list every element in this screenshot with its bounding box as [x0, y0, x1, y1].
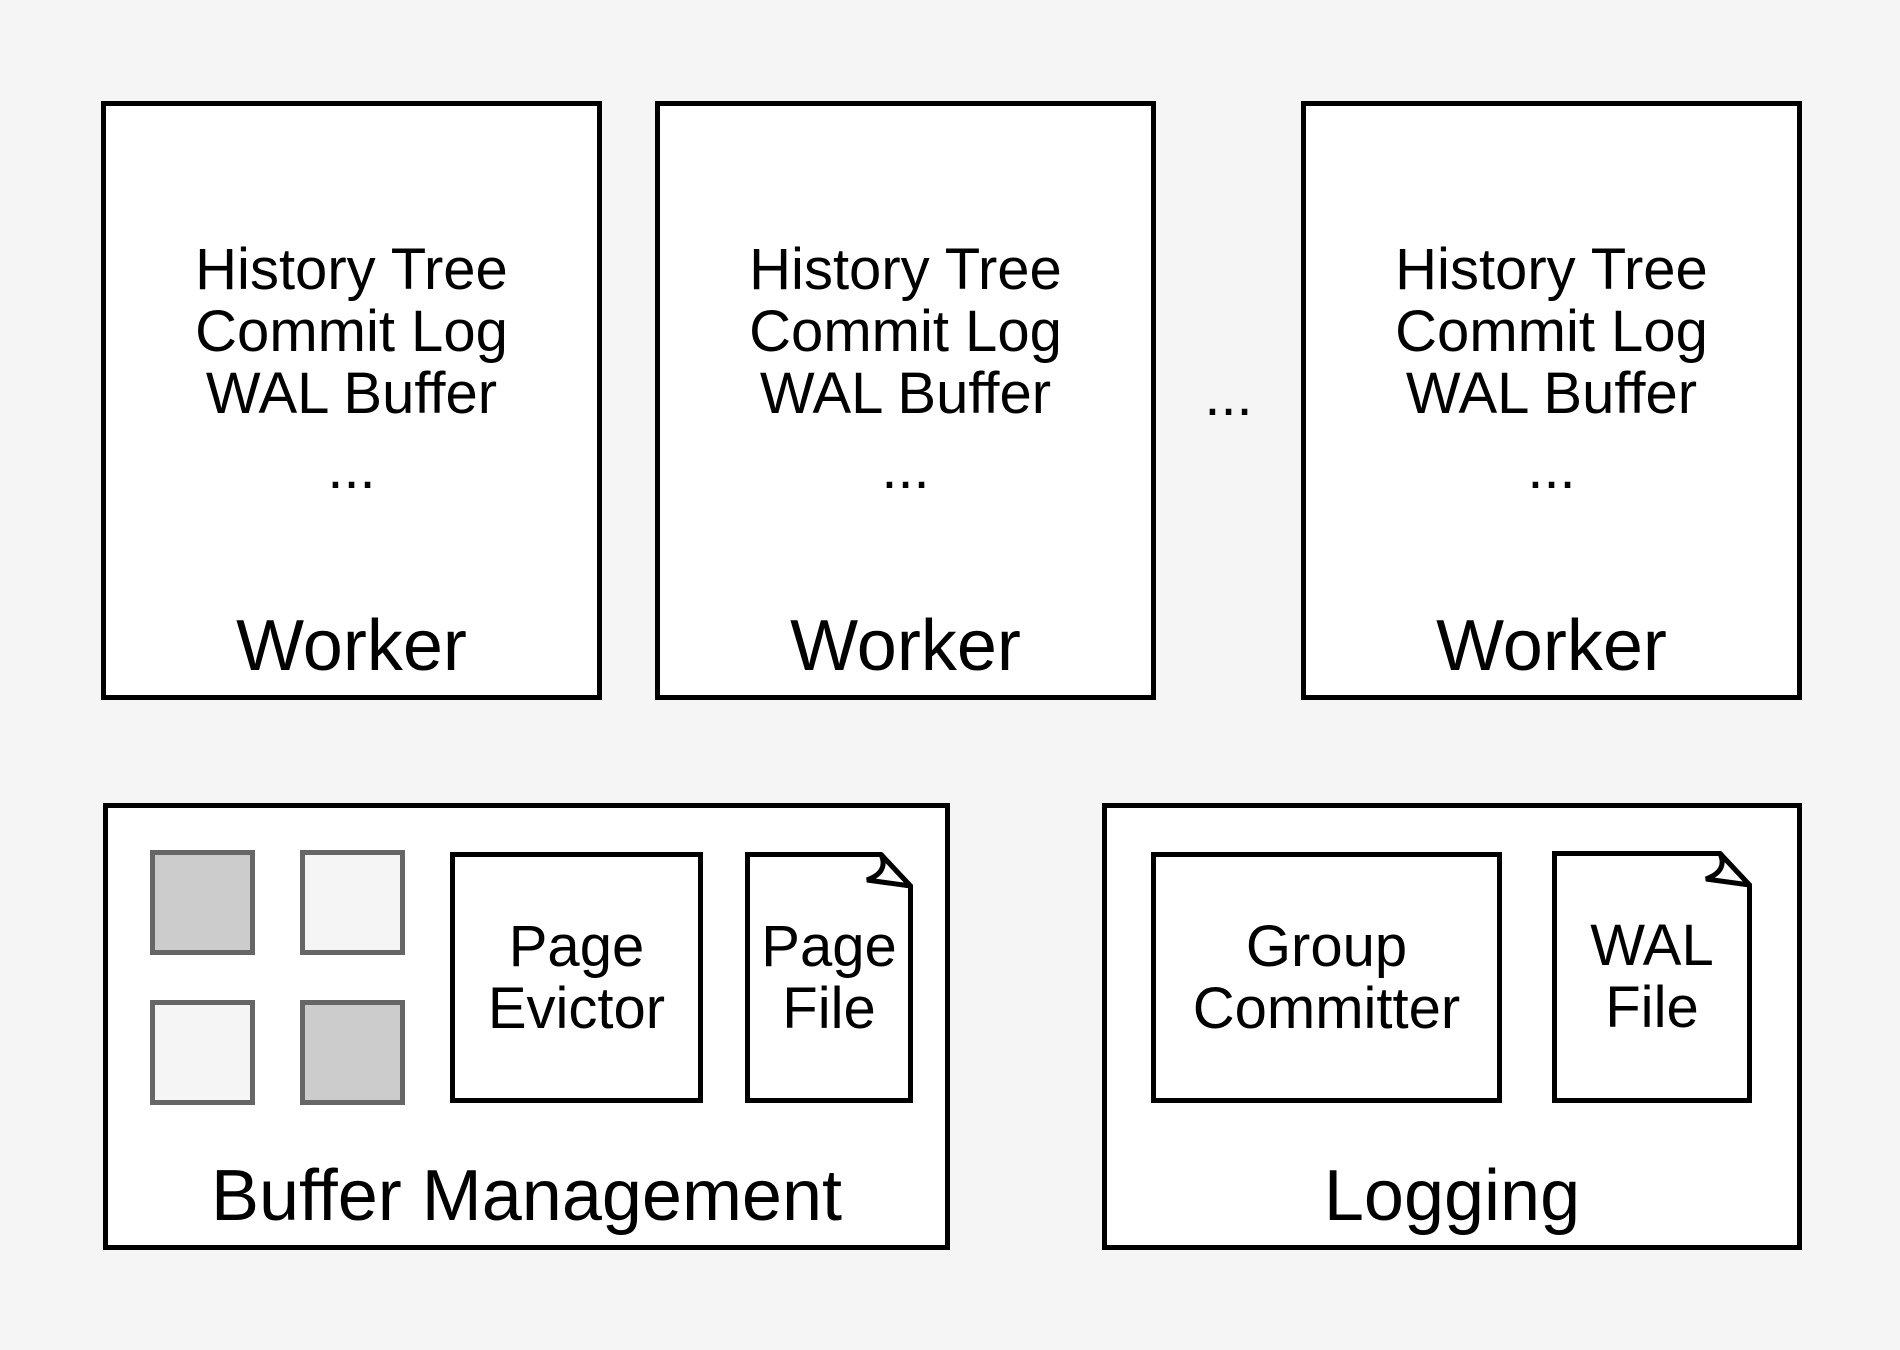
- buffer-page-square-2: [300, 850, 405, 955]
- buffer-management-box: Page Evictor Page File Buffer Management: [103, 803, 950, 1250]
- page-file-label: Page File: [761, 913, 897, 1041]
- worker-box-2: History Tree Commit Log WAL Buffer ... W…: [655, 101, 1156, 700]
- wal-file-label: WAL File: [1590, 913, 1714, 1040]
- worker-box-3: History Tree Commit Log WAL Buffer ... W…: [1301, 101, 1802, 700]
- worker-components-list: History Tree Commit Log WAL Buffer: [749, 237, 1062, 426]
- worker-box-1: History Tree Commit Log WAL Buffer ... W…: [101, 101, 602, 700]
- buffer-management-title: Buffer Management: [210, 1156, 843, 1236]
- document-with-folded-corner-icon: [745, 852, 913, 1103]
- page-file-document-icon: Page File: [745, 852, 913, 1103]
- more-workers-ellipsis: ...: [1204, 363, 1253, 428]
- group-committer-box: Group Committer: [1151, 852, 1502, 1103]
- buffer-page-square-1: [150, 850, 255, 955]
- worker-ellipsis: ...: [1527, 436, 1576, 501]
- worker-title: Worker: [236, 606, 467, 686]
- worker-title: Worker: [1436, 606, 1667, 686]
- logging-title: Logging: [1323, 1156, 1581, 1236]
- worker-components-list: History Tree Commit Log WAL Buffer: [1395, 237, 1708, 426]
- buffer-page-square-3: [150, 1000, 255, 1105]
- worker-ellipsis: ...: [881, 436, 930, 501]
- page-evictor-label: Page Evictor: [487, 913, 666, 1041]
- worker-title: Worker: [790, 606, 1021, 686]
- worker-components-list: History Tree Commit Log WAL Buffer: [195, 237, 508, 426]
- group-committer-label: Group Committer: [1192, 913, 1461, 1041]
- page-evictor-box: Page Evictor: [450, 852, 703, 1103]
- wal-file-document-icon: WAL File: [1552, 851, 1752, 1103]
- document-with-folded-corner-icon: [1552, 851, 1752, 1103]
- worker-ellipsis: ...: [327, 436, 376, 501]
- logging-box: Group Committer WAL File Logging: [1102, 803, 1802, 1250]
- buffer-page-square-4: [300, 1000, 405, 1105]
